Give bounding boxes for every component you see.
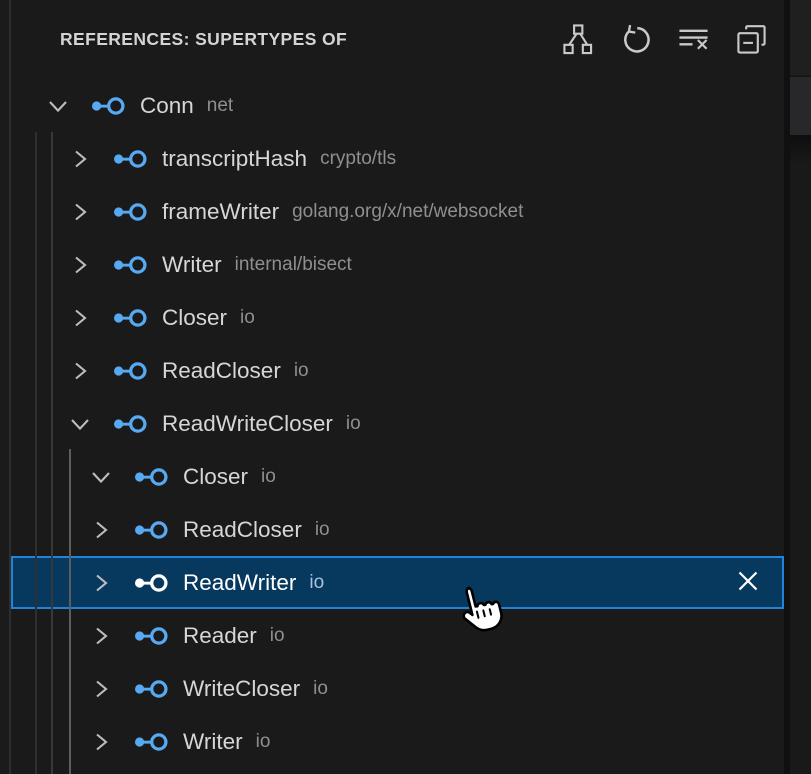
refresh-button[interactable] (616, 21, 654, 59)
pane-toolbar (558, 21, 770, 59)
chevron-right-icon[interactable] (67, 252, 93, 278)
tree-row-writer-bisect[interactable]: Writer internal/bisect (11, 238, 784, 291)
chevron-down-icon[interactable] (67, 411, 93, 437)
interface-icon (112, 413, 147, 435)
dismiss-button[interactable] (732, 567, 764, 599)
type-hierarchy-icon (562, 24, 593, 55)
panel-border (9, 0, 11, 774)
interface-icon (133, 625, 168, 647)
chevron-right-icon[interactable] (67, 146, 93, 172)
tree-item-package: io (255, 730, 271, 752)
chevron-down-icon[interactable] (88, 464, 114, 490)
tree-row-writer-io[interactable]: Writer io (11, 715, 784, 768)
pane-header: REFERENCES: SUPERTYPES OF (11, 0, 784, 79)
tree-item-label: Writer (183, 728, 243, 754)
tree-item-label: transcriptHash (162, 145, 308, 171)
tree-item-label: Conn (140, 92, 194, 118)
scrollbar-thumb[interactable] (790, 76, 811, 135)
interface-icon (112, 360, 147, 382)
tree-row-readcloser-2[interactable]: ReadCloser io (11, 503, 784, 556)
interface-icon (112, 307, 147, 329)
interface-icon (133, 466, 168, 488)
chevron-down-icon[interactable] (45, 93, 71, 119)
chevron-right-icon[interactable] (88, 729, 114, 755)
panel-gutter (0, 0, 9, 774)
tree-item-package: io (269, 624, 285, 646)
tree-row-framewriter[interactable]: frameWriter golang.org/x/net/websocket (11, 185, 784, 238)
scroll-shadow (790, 135, 811, 165)
interface-icon (133, 678, 168, 700)
interface-icon (112, 201, 147, 223)
tree-item-package: golang.org/x/net/websocket (292, 200, 524, 222)
tree-row-writecloser[interactable]: WriteCloser io (11, 662, 784, 715)
tree-row-readcloser[interactable]: ReadCloser io (11, 344, 784, 397)
interface-icon (133, 519, 168, 541)
collapse-all-icon (736, 24, 767, 55)
tree-item-package: crypto/tls (320, 147, 397, 169)
tree-item-label: ReadWriteCloser (162, 410, 333, 436)
scrollbar-track-top (790, 0, 811, 75)
tree-item-label: Writer (162, 251, 222, 277)
interface-icon (90, 95, 125, 117)
clear-all-button[interactable] (674, 21, 712, 59)
tree-item-label: ReadCloser (183, 516, 302, 542)
chevron-right-icon[interactable] (88, 676, 114, 702)
tree-item-package: net (206, 94, 234, 116)
collapse-all-button[interactable] (732, 21, 770, 59)
tree-item-package: io (309, 571, 325, 593)
chevron-right-icon[interactable] (67, 305, 93, 331)
tree-item-label: ReadCloser (162, 357, 281, 383)
interface-icon (133, 731, 168, 753)
chevron-right-icon[interactable] (88, 623, 114, 649)
chevron-right-icon[interactable] (88, 517, 114, 543)
tree-row-transcripthash[interactable]: transcriptHash crypto/tls (11, 132, 784, 185)
tree-row-closer[interactable]: Closer io (11, 291, 784, 344)
tree-row-reader[interactable]: Reader io (11, 609, 784, 662)
close-icon (735, 568, 761, 597)
clear-all-icon (677, 24, 710, 55)
tree-row-closer-2[interactable]: Closer io (11, 450, 784, 503)
tree-item-label: WriteCloser (183, 675, 301, 701)
pane-title: REFERENCES: SUPERTYPES OF (60, 29, 348, 49)
supertypes-tree: Conn net transcriptHash crypto/tls frame… (11, 79, 784, 768)
tree-item-label: Closer (162, 304, 228, 330)
tree-item-package: io (313, 677, 328, 699)
tree-item-package: io (261, 465, 276, 487)
tree-item-package: io (240, 306, 255, 328)
tree-row-readwriter-selected[interactable]: ReadWriter io (11, 556, 784, 609)
tree-item-package: io (314, 518, 330, 540)
chevron-right-icon[interactable] (67, 358, 93, 384)
tree-item-label: ReadWriter (183, 569, 297, 595)
scrollbar-track[interactable] (790, 0, 811, 774)
tree-item-package: io (293, 359, 309, 381)
show-type-hierarchy-button[interactable] (558, 21, 596, 59)
tree-row-conn[interactable]: Conn net (11, 79, 784, 132)
chevron-right-icon[interactable] (88, 570, 114, 596)
tree-item-package: internal/bisect (234, 253, 352, 275)
refresh-icon (620, 24, 651, 55)
interface-icon (112, 254, 147, 276)
tree-row-readwritecloser[interactable]: ReadWriteCloser io (11, 397, 784, 450)
panel-separator (784, 0, 790, 774)
interface-icon (133, 572, 168, 594)
chevron-right-icon[interactable] (67, 199, 93, 225)
tree-item-label: Closer (183, 463, 249, 489)
tree-item-label: Reader (183, 622, 257, 648)
tree-item-label: frameWriter (162, 198, 280, 224)
tree-item-package: io (345, 412, 361, 434)
interface-icon (112, 148, 147, 170)
